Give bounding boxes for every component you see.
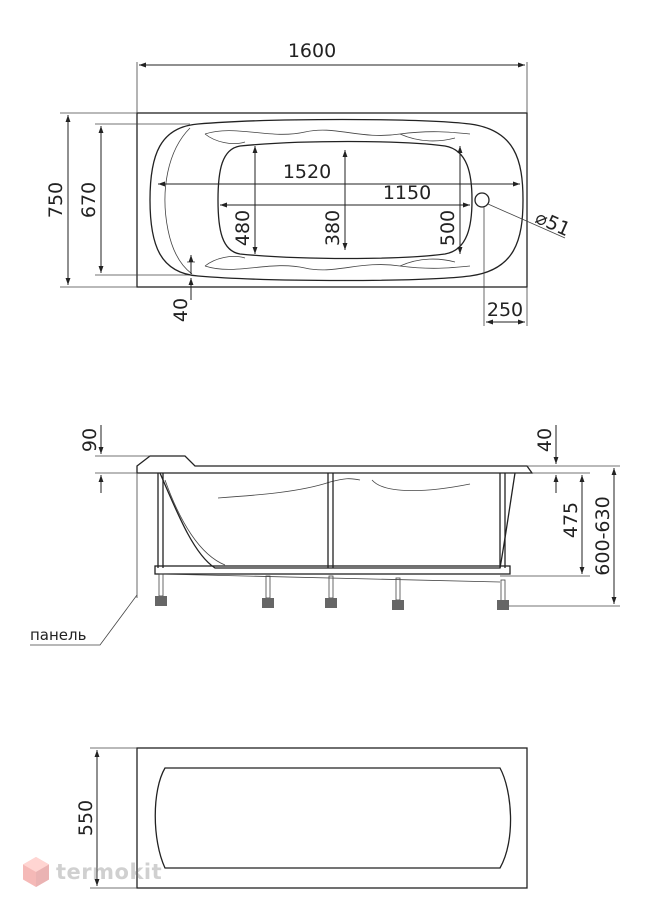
top-view-outline [136,112,528,288]
bowl-inner-contour [217,140,473,260]
panel-leader-line [30,594,138,646]
drain-offset-label: 250 [487,299,523,321]
panel-label: панель [30,626,86,644]
watermark: termokit [22,856,162,888]
front-panel-relief [154,767,512,869]
panel-height-label: 550 [75,800,97,836]
width-label: 750 [45,182,67,218]
waist-width-label: 380 [322,210,344,246]
headrest-wave-bottom [204,264,471,271]
bottom-length-label: 1150 [383,182,431,204]
support-frame-rail [154,565,511,575]
depth-label: 475 [560,502,582,538]
side-bowl-profile [159,472,516,569]
headrest-wave-top [204,129,471,136]
rim-top-label: 40 [534,428,556,452]
front-panel-outline [136,747,528,889]
panel-view: 550 [75,747,528,889]
rim-offset-label: 40 [170,298,192,322]
head-width-label: 480 [232,210,254,246]
watermark-text: termokit [56,860,163,884]
foot-width-label: 500 [437,210,459,246]
total-height-label: 600-630 [592,496,614,575]
side-rim [136,455,534,474]
adjustable-feet [155,573,509,610]
termokit-logo-icon [23,857,49,887]
inner-width-label: 670 [78,182,100,218]
inner-length-label: 1520 [283,161,331,183]
length-label: 1600 [288,40,336,62]
top-view: 1600 750 670 1520 1150 480 [45,40,573,326]
rim-height-label: 90 [79,428,101,452]
side-view: 90 40 475 600-630 панель [30,425,620,646]
drain-hole [474,192,490,208]
drain-diameter-label: ⌀51 [532,206,573,241]
bowl-outer-contour [149,118,524,282]
